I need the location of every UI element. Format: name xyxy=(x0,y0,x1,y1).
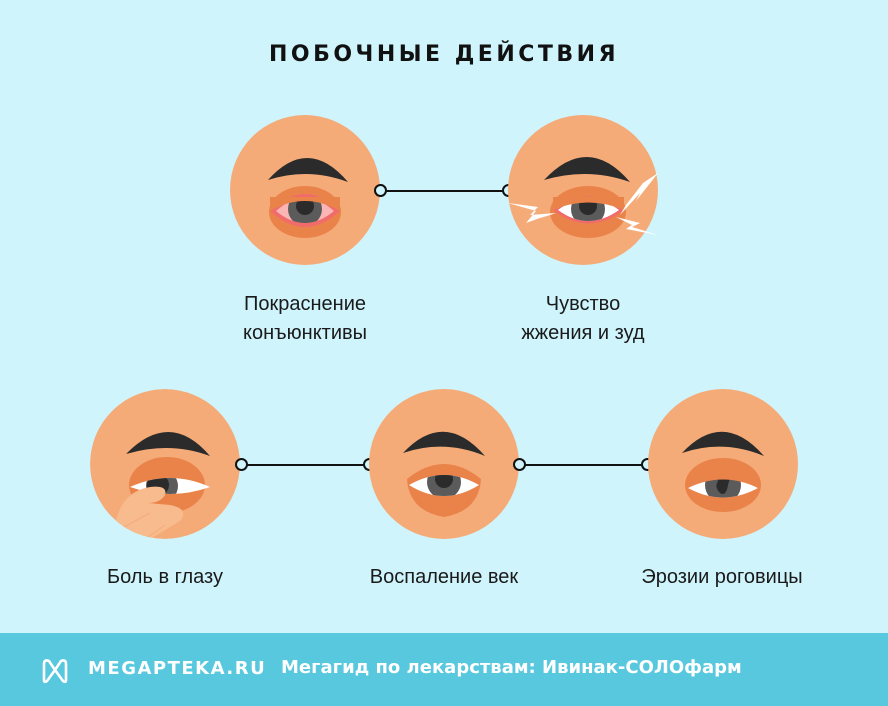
connector-dot xyxy=(235,458,248,471)
page-title: ПОБОЧНЫЕ ДЕЙСТВИЯ xyxy=(268,42,620,67)
label-conjunctival-redness: Покраснение конъюнктивы xyxy=(185,290,425,348)
label-eye-pain: Боль в глазу xyxy=(106,566,223,588)
megapteka-logo-icon[interactable] xyxy=(40,656,70,684)
connector-dot xyxy=(374,184,387,197)
connector-dot xyxy=(513,458,526,471)
swollen-eyelid-icon xyxy=(369,389,519,539)
footer-subtitle: Мегагид по лекарствам: Ивинак-СОЛОфарм xyxy=(281,657,742,678)
irritated-eye-icon xyxy=(508,115,658,265)
label-burning-itching: Чувство жжения и зуд xyxy=(463,290,703,348)
red-eye-icon xyxy=(230,115,380,265)
label-line: Покраснение xyxy=(243,293,366,315)
brand-name[interactable]: MEGAPTEKA.RU xyxy=(88,658,267,679)
connector-line xyxy=(384,190,508,192)
damaged-cornea-icon xyxy=(648,389,798,539)
label-corneal-erosion: Эрозии роговицы xyxy=(641,566,803,588)
footer-bar xyxy=(0,633,888,706)
rubbing-eye-icon xyxy=(90,389,240,539)
label-line: конъюнктивы xyxy=(243,322,367,344)
label-line: Чувство xyxy=(545,293,621,315)
connector-line xyxy=(246,464,368,466)
label-eyelid-inflammation: Воспаление век xyxy=(369,566,519,588)
connector-line xyxy=(524,464,646,466)
label-line: жжения и зуд xyxy=(521,322,645,344)
